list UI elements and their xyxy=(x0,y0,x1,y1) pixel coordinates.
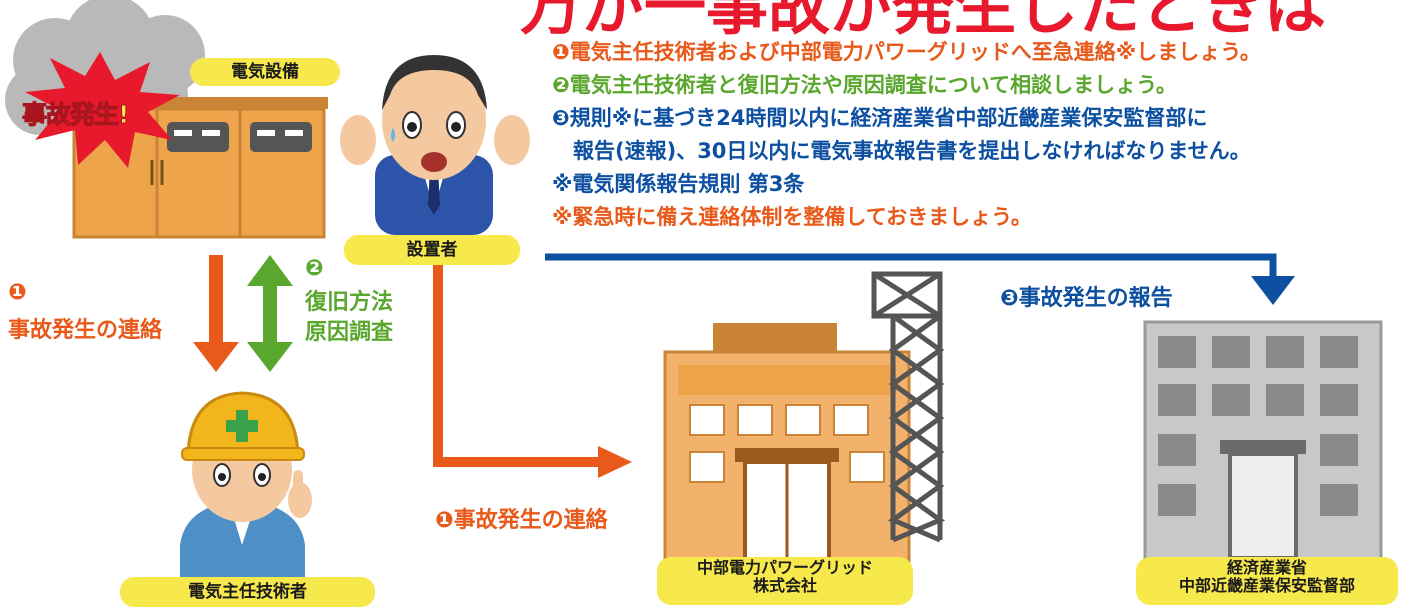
ministry-label-line2: 中部近畿産業保安監督部 xyxy=(1178,576,1355,596)
arrow-report-ministry xyxy=(545,253,1295,305)
arrow1-text: 事故発生の連絡 xyxy=(8,318,163,343)
note-3a: ❸規則※に基づき24時間以内に経済産業省中部近畿産業保安監督部に xyxy=(552,106,1208,130)
arrow1-number: ❶ xyxy=(8,280,27,305)
explosion-icon xyxy=(25,52,180,168)
utility-label-line1: 中部電力パワーグリッド xyxy=(696,558,873,577)
note-1: ❶電気主任技術者および中部電力パワーグリッドへ至急連絡※しましょう。 xyxy=(552,40,1261,64)
arrow-utility-text: ❶事故発生の連絡 xyxy=(435,508,608,533)
engineer-label: 電気主任技術者 xyxy=(120,577,375,607)
note-5: ※緊急時に備え連絡体制を整備しておきましょう。 xyxy=(552,205,1032,229)
ministry-label-line1: 経済産業省 xyxy=(1226,558,1307,577)
arrow2-line2: 原因調査 xyxy=(305,320,394,345)
arrow2-line1: 復旧方法 xyxy=(305,290,394,315)
instruction-notes: ❶電気主任技術者および中部電力パワーグリッドへ至急連絡※しましょう。 ❷電気主任… xyxy=(552,36,1261,234)
ministry-building xyxy=(1143,320,1383,566)
facility-label: 電気設備 xyxy=(190,58,340,86)
accident-badge-text: 事故発生! xyxy=(21,100,129,130)
page-title: 万が一事故が発生したときは xyxy=(520,0,1327,43)
utility-label: 中部電力パワーグリッド 株式会社 xyxy=(657,557,913,605)
installer-label: 設置者 xyxy=(344,235,520,265)
ministry-label: 経済産業省 中部近畿産業保安監督部 xyxy=(1136,557,1398,605)
arrow-contact-utility xyxy=(433,265,632,478)
note-4: ※電気関係報告規則 第3条 xyxy=(552,172,805,196)
installer-figure xyxy=(340,55,530,235)
arrow-report-text: ❸事故発生の報告 xyxy=(1000,286,1173,311)
note-3b: 報告(速報)、30日以内に電気事故報告書を提出しなければなりません。 xyxy=(552,139,1251,163)
note-2: ❷電気主任技術者と復旧方法や原因調査について相談しましょう。 xyxy=(552,73,1177,97)
arrow-report-to-engineer xyxy=(193,255,239,372)
utility-label-line2: 株式会社 xyxy=(752,576,817,596)
arrow2-number: ❷ xyxy=(305,256,324,281)
arrow-consult-engineer xyxy=(247,255,293,372)
transmission-tower xyxy=(871,271,946,543)
engineer-figure xyxy=(180,391,312,580)
utility-building xyxy=(663,323,911,579)
